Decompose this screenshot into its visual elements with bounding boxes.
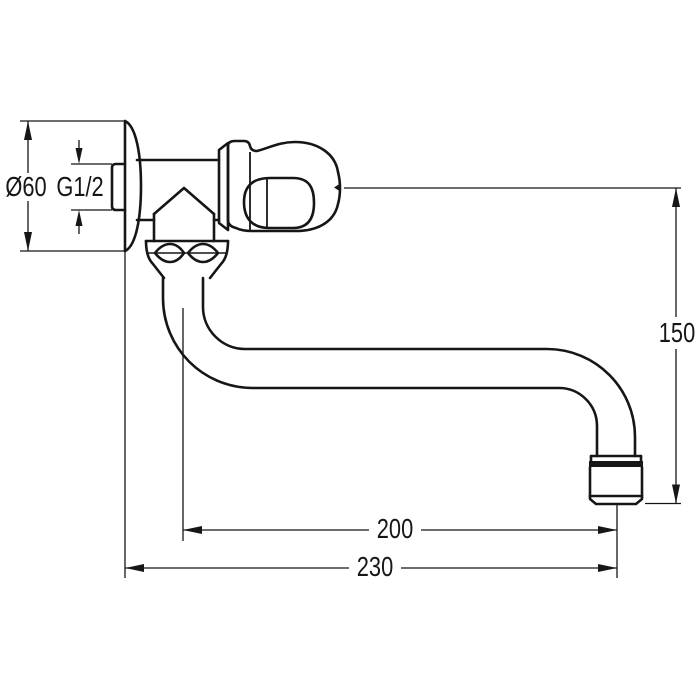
dimension-height-150 [672,188,680,504]
dimension-thread-g12 [75,140,83,234]
extension-lines [20,120,681,578]
dimension-total-230 [125,564,617,572]
handle [226,139,342,233]
aerator [588,454,644,506]
height-dimension-label: 150 [658,317,696,348]
handle-edge-notch [334,183,341,192]
valve-body [135,141,230,243]
union-nut [144,239,230,280]
dimension-reach-200 [183,526,617,534]
total-reach-dimension-label: 230 [356,551,394,582]
spout-tube [161,276,637,458]
thread-nipple [110,162,127,212]
thread-size-label: G1/2 [56,171,104,202]
dimension-diameter-60 [24,121,32,251]
flange-diameter-label: Ø60 [5,171,47,202]
wall-flange [123,119,143,253]
spout-reach-dimension-label: 200 [376,513,414,544]
